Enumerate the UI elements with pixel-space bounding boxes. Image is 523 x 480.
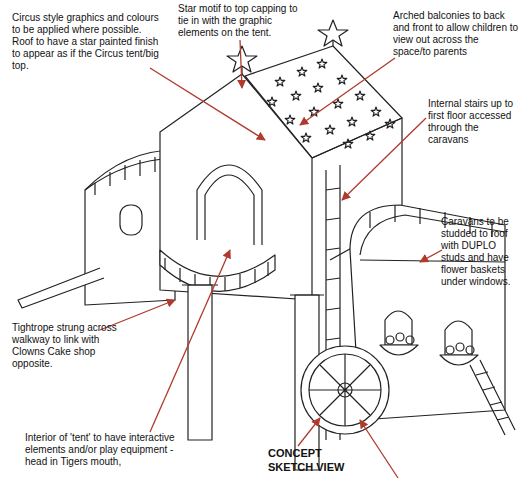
annotation-note: Interior of 'tent' to have interactive e… (25, 432, 175, 468)
view-title: CONCEPT SKETCH VIEW (268, 446, 368, 474)
annotation-note: Tightrope strung across walkway to link … (12, 322, 132, 370)
left-caravan (18, 150, 175, 308)
annotation-note: Circus style graphics and colours to be … (12, 12, 162, 72)
right-caravan (301, 205, 515, 435)
annotation-note: Star motif to top capping to tie in with… (178, 3, 308, 39)
annotation-note: Caravans to be studded to roof with DUPL… (441, 216, 521, 288)
leader-lines (100, 40, 442, 478)
annotation-note: Arched balconies to back and front to al… (393, 10, 519, 58)
annotation-note: Internal stairs up to first floor access… (428, 98, 520, 146)
